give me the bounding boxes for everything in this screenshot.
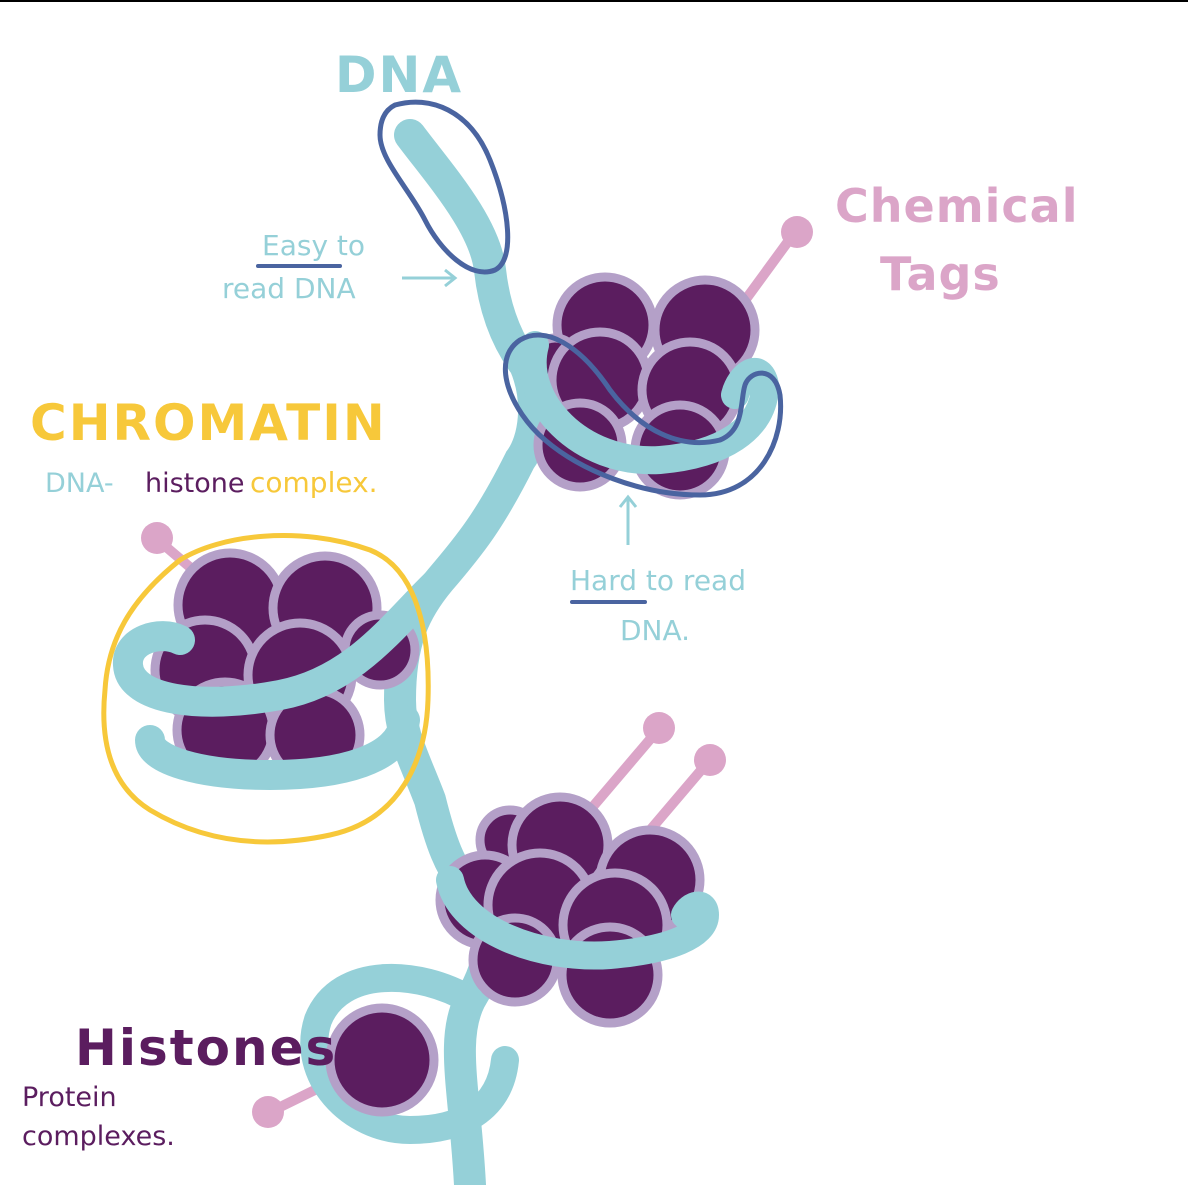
histones-sub-line2: complexes. — [22, 1121, 175, 1152]
easy-dna-outline — [377, 99, 511, 275]
hard-label-line2: DNA. — [620, 614, 690, 647]
histone-icon — [325, 1003, 439, 1117]
hard-label-line1: Hard to read — [570, 564, 746, 597]
chemical-label-line1: Chemical — [835, 179, 1078, 233]
chemical-tag-icon — [252, 1080, 330, 1128]
chromatin-outline — [101, 533, 431, 845]
chemical-tag-icon — [733, 216, 813, 315]
histones-title: Histones — [75, 1019, 337, 1077]
top-border — [0, 0, 1188, 2]
chemical-tag-icon — [585, 712, 675, 815]
chromatin-title: CHROMATIN — [30, 394, 387, 452]
easy-label-line1: Easy to — [262, 229, 365, 262]
dna-title: DNA — [335, 46, 463, 104]
histones-sub-line1: Protein — [22, 1082, 117, 1113]
nucleosome — [435, 792, 720, 1028]
hard-dna-outline — [502, 332, 784, 498]
nucleosome — [300, 963, 519, 1145]
chromatin-sub-complex: complex. — [250, 466, 378, 499]
chromatin-sub-histone: histone — [145, 468, 245, 499]
nucleosome — [113, 548, 460, 791]
chromatin-sub-dna: DNA- — [45, 468, 114, 499]
easy-label-line2: read DNA — [222, 272, 356, 305]
chemical-label-line2: Tags — [880, 247, 1001, 301]
nucleosome — [518, 272, 780, 500]
arrow-right-icon — [402, 268, 458, 288]
arrow-up-icon — [618, 494, 638, 545]
